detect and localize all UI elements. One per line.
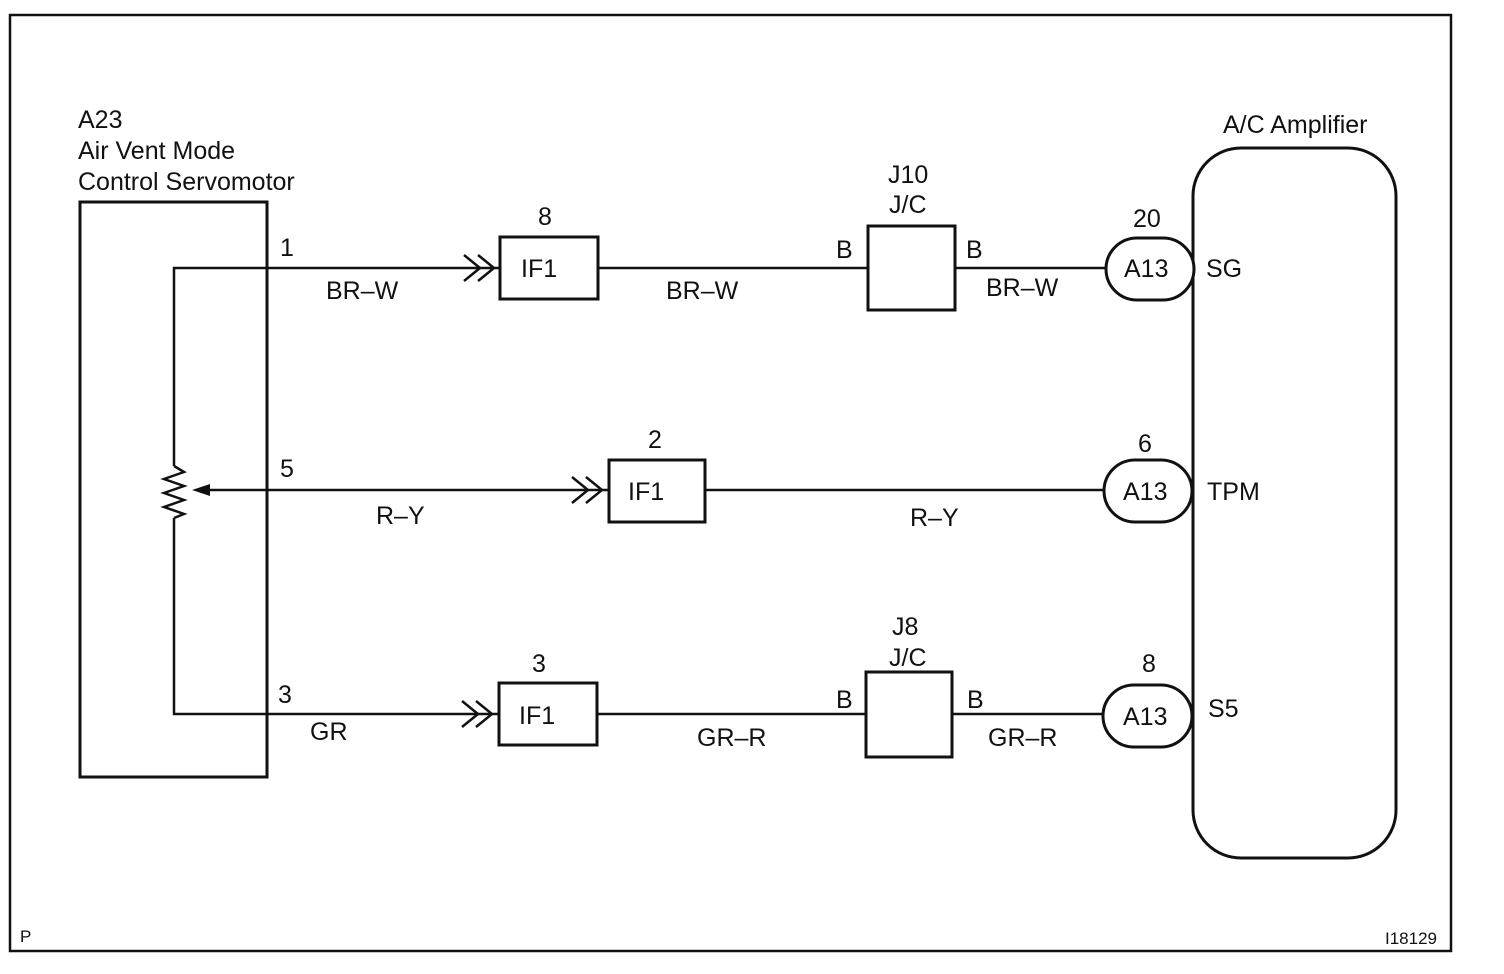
if1-connector-2-label: IF1 bbox=[628, 478, 664, 506]
servomotor-internal-top-wire bbox=[172, 266, 267, 466]
connector-chevron-2b-icon bbox=[585, 476, 604, 504]
amplifier-terminal-sg: SG bbox=[1206, 255, 1242, 283]
potentiometer-resistor bbox=[160, 464, 188, 520]
servomotor-pin-3: 3 bbox=[278, 681, 292, 709]
j10-left-pin: B bbox=[836, 236, 853, 264]
servomotor-code: A23 bbox=[78, 106, 122, 134]
amplifier-box bbox=[1191, 146, 1398, 860]
amplifier-terminal-tpm: TPM bbox=[1207, 478, 1260, 506]
a13-connector-1-label: A13 bbox=[1124, 255, 1168, 283]
potentiometer-wiper-arrow-icon bbox=[192, 484, 210, 496]
servomotor-name-line1: Air Vent Mode bbox=[78, 137, 235, 165]
a13-connector-1 bbox=[1104, 236, 1196, 302]
wire-1-color-c: BR–W bbox=[986, 274, 1059, 302]
connector-chevron-2a-icon bbox=[571, 476, 590, 504]
a13-connector-3-label: A13 bbox=[1123, 703, 1167, 731]
drawing-number: I18129 bbox=[1385, 929, 1437, 948]
j8-type: J/C bbox=[889, 644, 927, 672]
amplifier-terminal-s5: S5 bbox=[1208, 695, 1239, 723]
servomotor-name-line2: Control Servomotor bbox=[78, 168, 295, 196]
connector-chevron-1b-icon bbox=[477, 254, 496, 282]
diagram-frame bbox=[8, 13, 1453, 953]
servomotor-internal-bottom-wire bbox=[172, 518, 267, 716]
servomotor-pin-5: 5 bbox=[280, 455, 294, 483]
wire-2-color-b: R–Y bbox=[910, 504, 959, 532]
a13-connector-3-pin: 8 bbox=[1142, 650, 1156, 678]
corner-label-left: P bbox=[20, 927, 31, 946]
a13-connector-2 bbox=[1102, 458, 1194, 524]
if1-connector-2 bbox=[607, 458, 707, 524]
wire-1-color-a: BR–W bbox=[326, 277, 399, 305]
wire-1-color-b: BR–W bbox=[666, 277, 739, 305]
j8-code: J8 bbox=[892, 613, 918, 641]
wire-2-color-a: R–Y bbox=[376, 502, 425, 530]
j10-right-pin: B bbox=[966, 236, 983, 264]
j10-code: J10 bbox=[888, 161, 928, 189]
a13-connector-2-pin: 6 bbox=[1138, 430, 1152, 458]
j8-junction-box bbox=[864, 670, 954, 759]
j8-left-pin: B bbox=[836, 686, 853, 714]
if1-connector-1-pin: 8 bbox=[538, 203, 552, 231]
if1-connector-3-pin: 3 bbox=[532, 650, 546, 678]
wire-3-color-a: GR bbox=[310, 718, 348, 746]
connector-chevron-3b-icon bbox=[475, 700, 494, 728]
wire-3-color-c: GR–R bbox=[988, 724, 1057, 752]
wire-3-color-b: GR–R bbox=[697, 724, 766, 752]
if1-connector-2-pin: 2 bbox=[648, 426, 662, 454]
a13-connector-2-label: A13 bbox=[1123, 478, 1167, 506]
connector-chevron-3a-icon bbox=[461, 700, 480, 728]
if1-connector-1-label: IF1 bbox=[521, 255, 557, 283]
connector-chevron-1a-icon bbox=[463, 254, 482, 282]
a13-connector-3 bbox=[1101, 683, 1194, 749]
if1-connector-1 bbox=[498, 235, 600, 301]
j10-type: J/C bbox=[889, 191, 927, 219]
servomotor-pin-1: 1 bbox=[280, 234, 294, 262]
amplifier-label: A/C Amplifier bbox=[1223, 111, 1367, 139]
if1-connector-3-label: IF1 bbox=[519, 702, 555, 730]
j10-junction-box bbox=[866, 224, 957, 312]
a13-connector-1-pin: 20 bbox=[1133, 205, 1161, 233]
j8-right-pin: B bbox=[967, 686, 984, 714]
